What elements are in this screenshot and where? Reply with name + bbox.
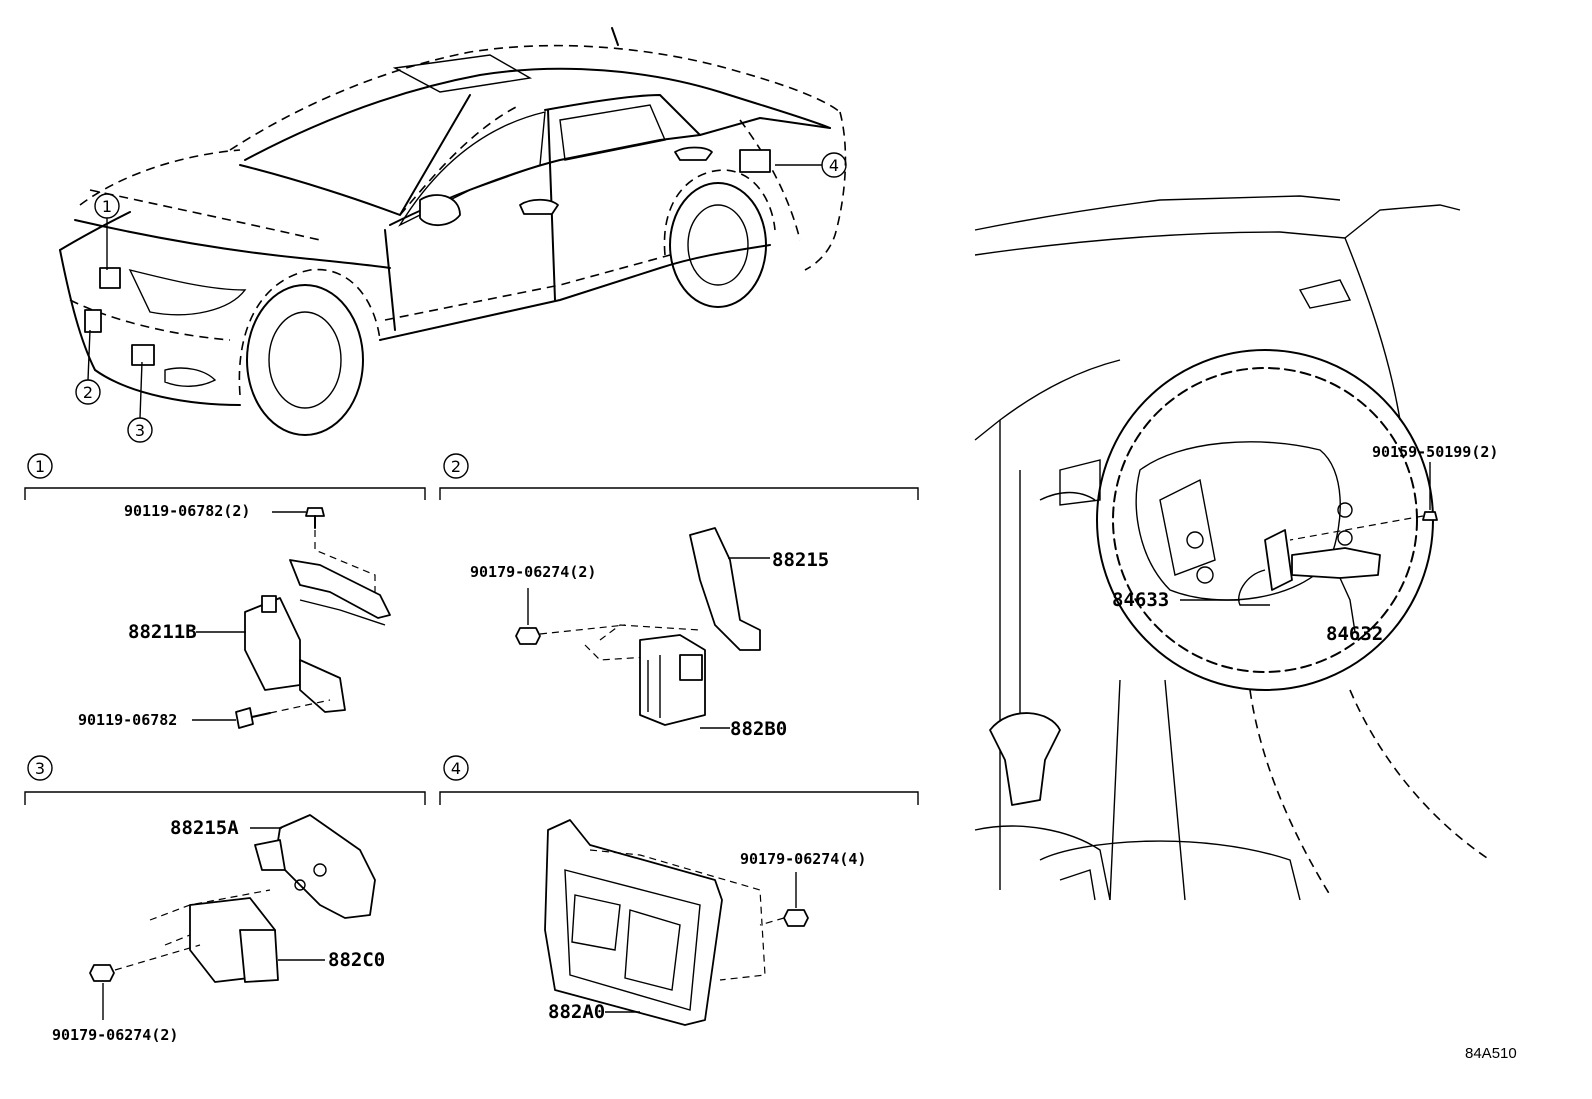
- label-882A0: 882A0: [548, 1001, 605, 1023]
- svg-text:2: 2: [83, 383, 93, 402]
- label-90179-06274-2-sec2: 90179-06274(2): [470, 563, 596, 581]
- label-90119-06782-2: 90119-06782(2): [124, 502, 250, 520]
- section-4-detail: [544, 819, 809, 1026]
- callout-3-on-car: 3: [127, 417, 153, 443]
- label-88215A: 88215A: [170, 817, 239, 839]
- label-88211B: 88211B: [128, 621, 197, 643]
- label-90179-06274-4: 90179-06274(4): [740, 850, 866, 868]
- section-3-header: 3: [24, 755, 426, 805]
- label-88215: 88215: [772, 549, 829, 571]
- section-1-detail: [192, 507, 391, 729]
- label-90159-50199-2: 90159-50199(2): [1372, 443, 1498, 461]
- svg-text:1: 1: [35, 457, 45, 476]
- svg-text:4: 4: [451, 759, 461, 778]
- section-2-header: 2: [439, 453, 919, 500]
- section-2-detail: [515, 527, 770, 729]
- callout-4-on-car: 4: [821, 152, 847, 178]
- svg-text:3: 3: [35, 759, 45, 778]
- section-1-header: 1: [24, 453, 426, 500]
- section-3-detail: [89, 814, 376, 1020]
- svg-text:3: 3: [135, 421, 145, 440]
- svg-text:4: 4: [829, 156, 839, 175]
- label-84632: 84632: [1326, 623, 1383, 645]
- label-882C0: 882C0: [328, 949, 385, 971]
- car-overview: [59, 27, 847, 436]
- svg-text:1: 1: [102, 197, 112, 216]
- label-882B0: 882B0: [730, 718, 787, 740]
- section-4-header: 4: [439, 755, 919, 805]
- interior-steering-view: [974, 195, 1491, 901]
- callout-1-on-car: 1: [94, 193, 120, 219]
- figure-code: 84A510: [1465, 1045, 1517, 1062]
- svg-text:2: 2: [451, 457, 461, 476]
- label-84633: 84633: [1112, 589, 1169, 611]
- callout-2-on-car: 2: [75, 379, 101, 405]
- label-90119-06782: 90119-06782: [78, 711, 177, 729]
- label-90179-06274-2-sec3: 90179-06274(2): [52, 1026, 178, 1044]
